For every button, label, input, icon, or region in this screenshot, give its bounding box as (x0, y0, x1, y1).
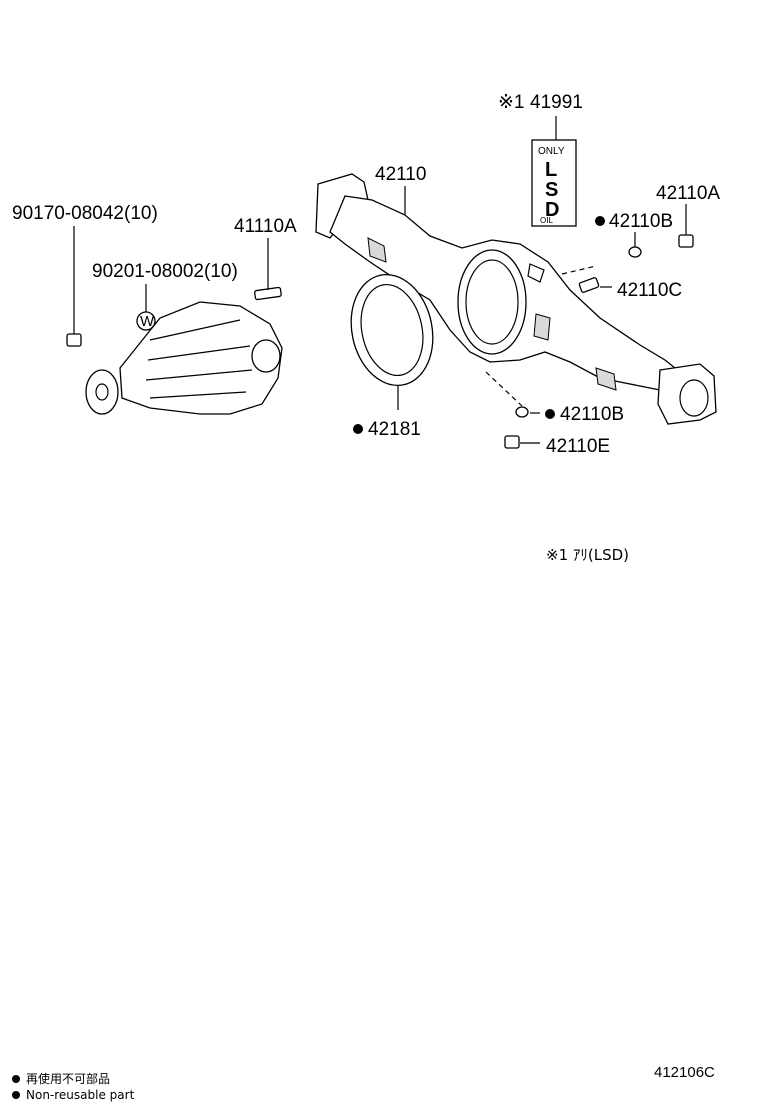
stud-41110A (254, 286, 282, 301)
plug-42110E (504, 435, 520, 449)
legend-item-en: Non-reusable part (12, 1088, 134, 1102)
small-parts: W (66, 234, 694, 449)
plate-letter-3: D (545, 199, 559, 221)
plug-42110A (678, 234, 694, 248)
leader-lines (73, 116, 687, 444)
non-reusable-dot-42181 (353, 424, 363, 434)
gasket-42181 (350, 273, 434, 387)
non-reusable-dot-42110B-lower (545, 409, 555, 419)
non-reusable-dot-42110B-upper (595, 216, 605, 226)
label-42110A: 42110A (656, 183, 720, 204)
part-labels: 90170-08042(10) 90201-08002(10) 41110A 4… (12, 92, 720, 457)
nut-90170 (66, 333, 82, 347)
plate-letter-2: S (545, 179, 558, 201)
gasket-42110B-lower (515, 406, 529, 418)
label-41991-mark: ※1 (498, 92, 525, 113)
label-42110B-upper: 42110B (609, 211, 673, 232)
label-42110B-lower: 42110B (560, 404, 624, 425)
label-90170: 90170-08042(10) (12, 203, 158, 224)
bullet-dot-icon (12, 1091, 20, 1099)
lsd-footnote: ※1 ｱﾘ(LSD) (546, 546, 630, 564)
plate-top-text: ONLY (538, 146, 565, 157)
differential-carrier (85, 301, 283, 415)
washer-symbol: W (140, 313, 155, 330)
legend-text-en: Non-reusable part (26, 1088, 135, 1102)
label-plate-41991: ONLY L S D OIL (531, 139, 577, 227)
illustration-code: 412106C (654, 1064, 715, 1081)
label-42110E: 42110E (546, 436, 610, 457)
label-41991: 41991 (530, 92, 583, 113)
legend-item-jp: 再使用不可部品 (12, 1070, 110, 1087)
label-90201: 90201-08002(10) (92, 261, 238, 282)
label-42110C: 42110C (617, 280, 682, 301)
axle-housing (315, 173, 717, 425)
legend-text-jp: 再使用不可部品 (26, 1072, 111, 1086)
label-41110A: 41110A (234, 216, 297, 237)
label-42110: 42110 (375, 164, 426, 185)
plate-letter-1: L (545, 159, 557, 181)
bullet-dot-icon (12, 1074, 20, 1083)
label-42181: 42181 (368, 419, 421, 440)
plate-bottom-text: OIL (540, 216, 553, 225)
breather-42110C (578, 277, 600, 293)
gasket-42110B-upper (628, 246, 642, 258)
